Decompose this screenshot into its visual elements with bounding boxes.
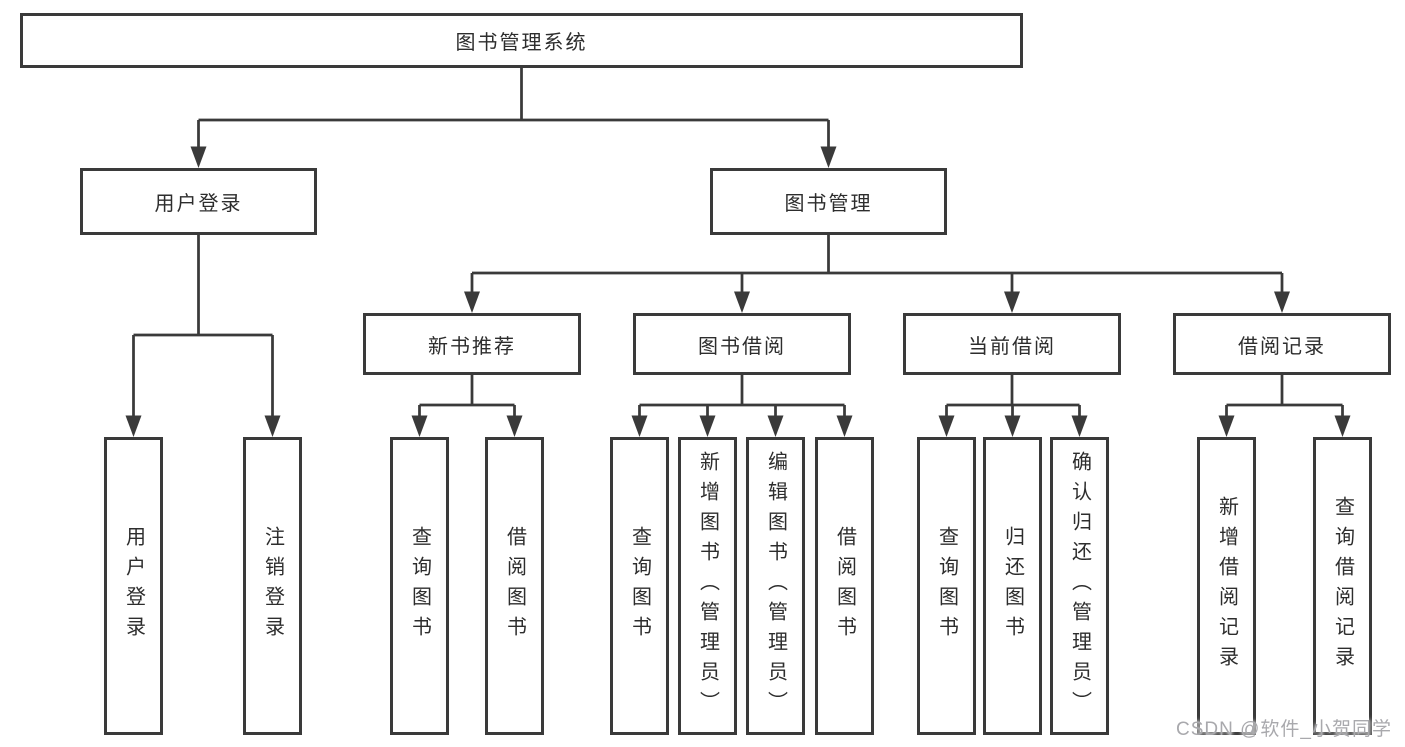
connector-user-login <box>132 235 274 419</box>
leaf-query-books-borrowing: 查询图书 <box>610 437 669 735</box>
leaf-query-books-current: 查询图书 <box>917 437 976 735</box>
node-new-book-recommendation: 新书推荐 <box>363 313 581 375</box>
leaf-edit-books-admin: 编辑图书（管理员） <box>746 437 805 735</box>
node-book-management: 图书管理 <box>710 168 947 235</box>
leaf-logout: 注销登录 <box>243 437 302 735</box>
node-current-borrowing: 当前借阅 <box>903 313 1121 375</box>
node-library-management-system: 图书管理系统 <box>20 13 1023 68</box>
connector-section-splitters <box>419 375 1343 407</box>
leaf-user-login: 用户登录 <box>104 437 163 735</box>
leaf-confirm-return-admin: 确认归还（管理员） <box>1050 437 1109 735</box>
leaf-query-borrow-record: 查询借阅记录 <box>1313 437 1372 735</box>
leaf-query-books-recommend: 查询图书 <box>390 437 449 735</box>
connector-book-management <box>470 235 1284 295</box>
connector-root <box>197 68 830 150</box>
node-book-borrowing: 图书借阅 <box>633 313 851 375</box>
node-borrowing-records: 借阅记录 <box>1173 313 1391 375</box>
node-user-login: 用户登录 <box>80 168 317 235</box>
leaf-borrow-books-borrowing: 借阅图书 <box>815 437 874 735</box>
leaf-add-borrow-record: 新增借阅记录 <box>1197 437 1256 735</box>
leaf-borrow-books-recommend: 借阅图书 <box>485 437 544 735</box>
leaf-add-books-admin: 新增图书（管理员） <box>678 437 737 735</box>
leaf-return-books: 归还图书 <box>983 437 1042 735</box>
csdn-watermark: CSDN @软件_小贺同学 <box>1176 719 1392 740</box>
connector-leaf-drops <box>418 405 1344 419</box>
